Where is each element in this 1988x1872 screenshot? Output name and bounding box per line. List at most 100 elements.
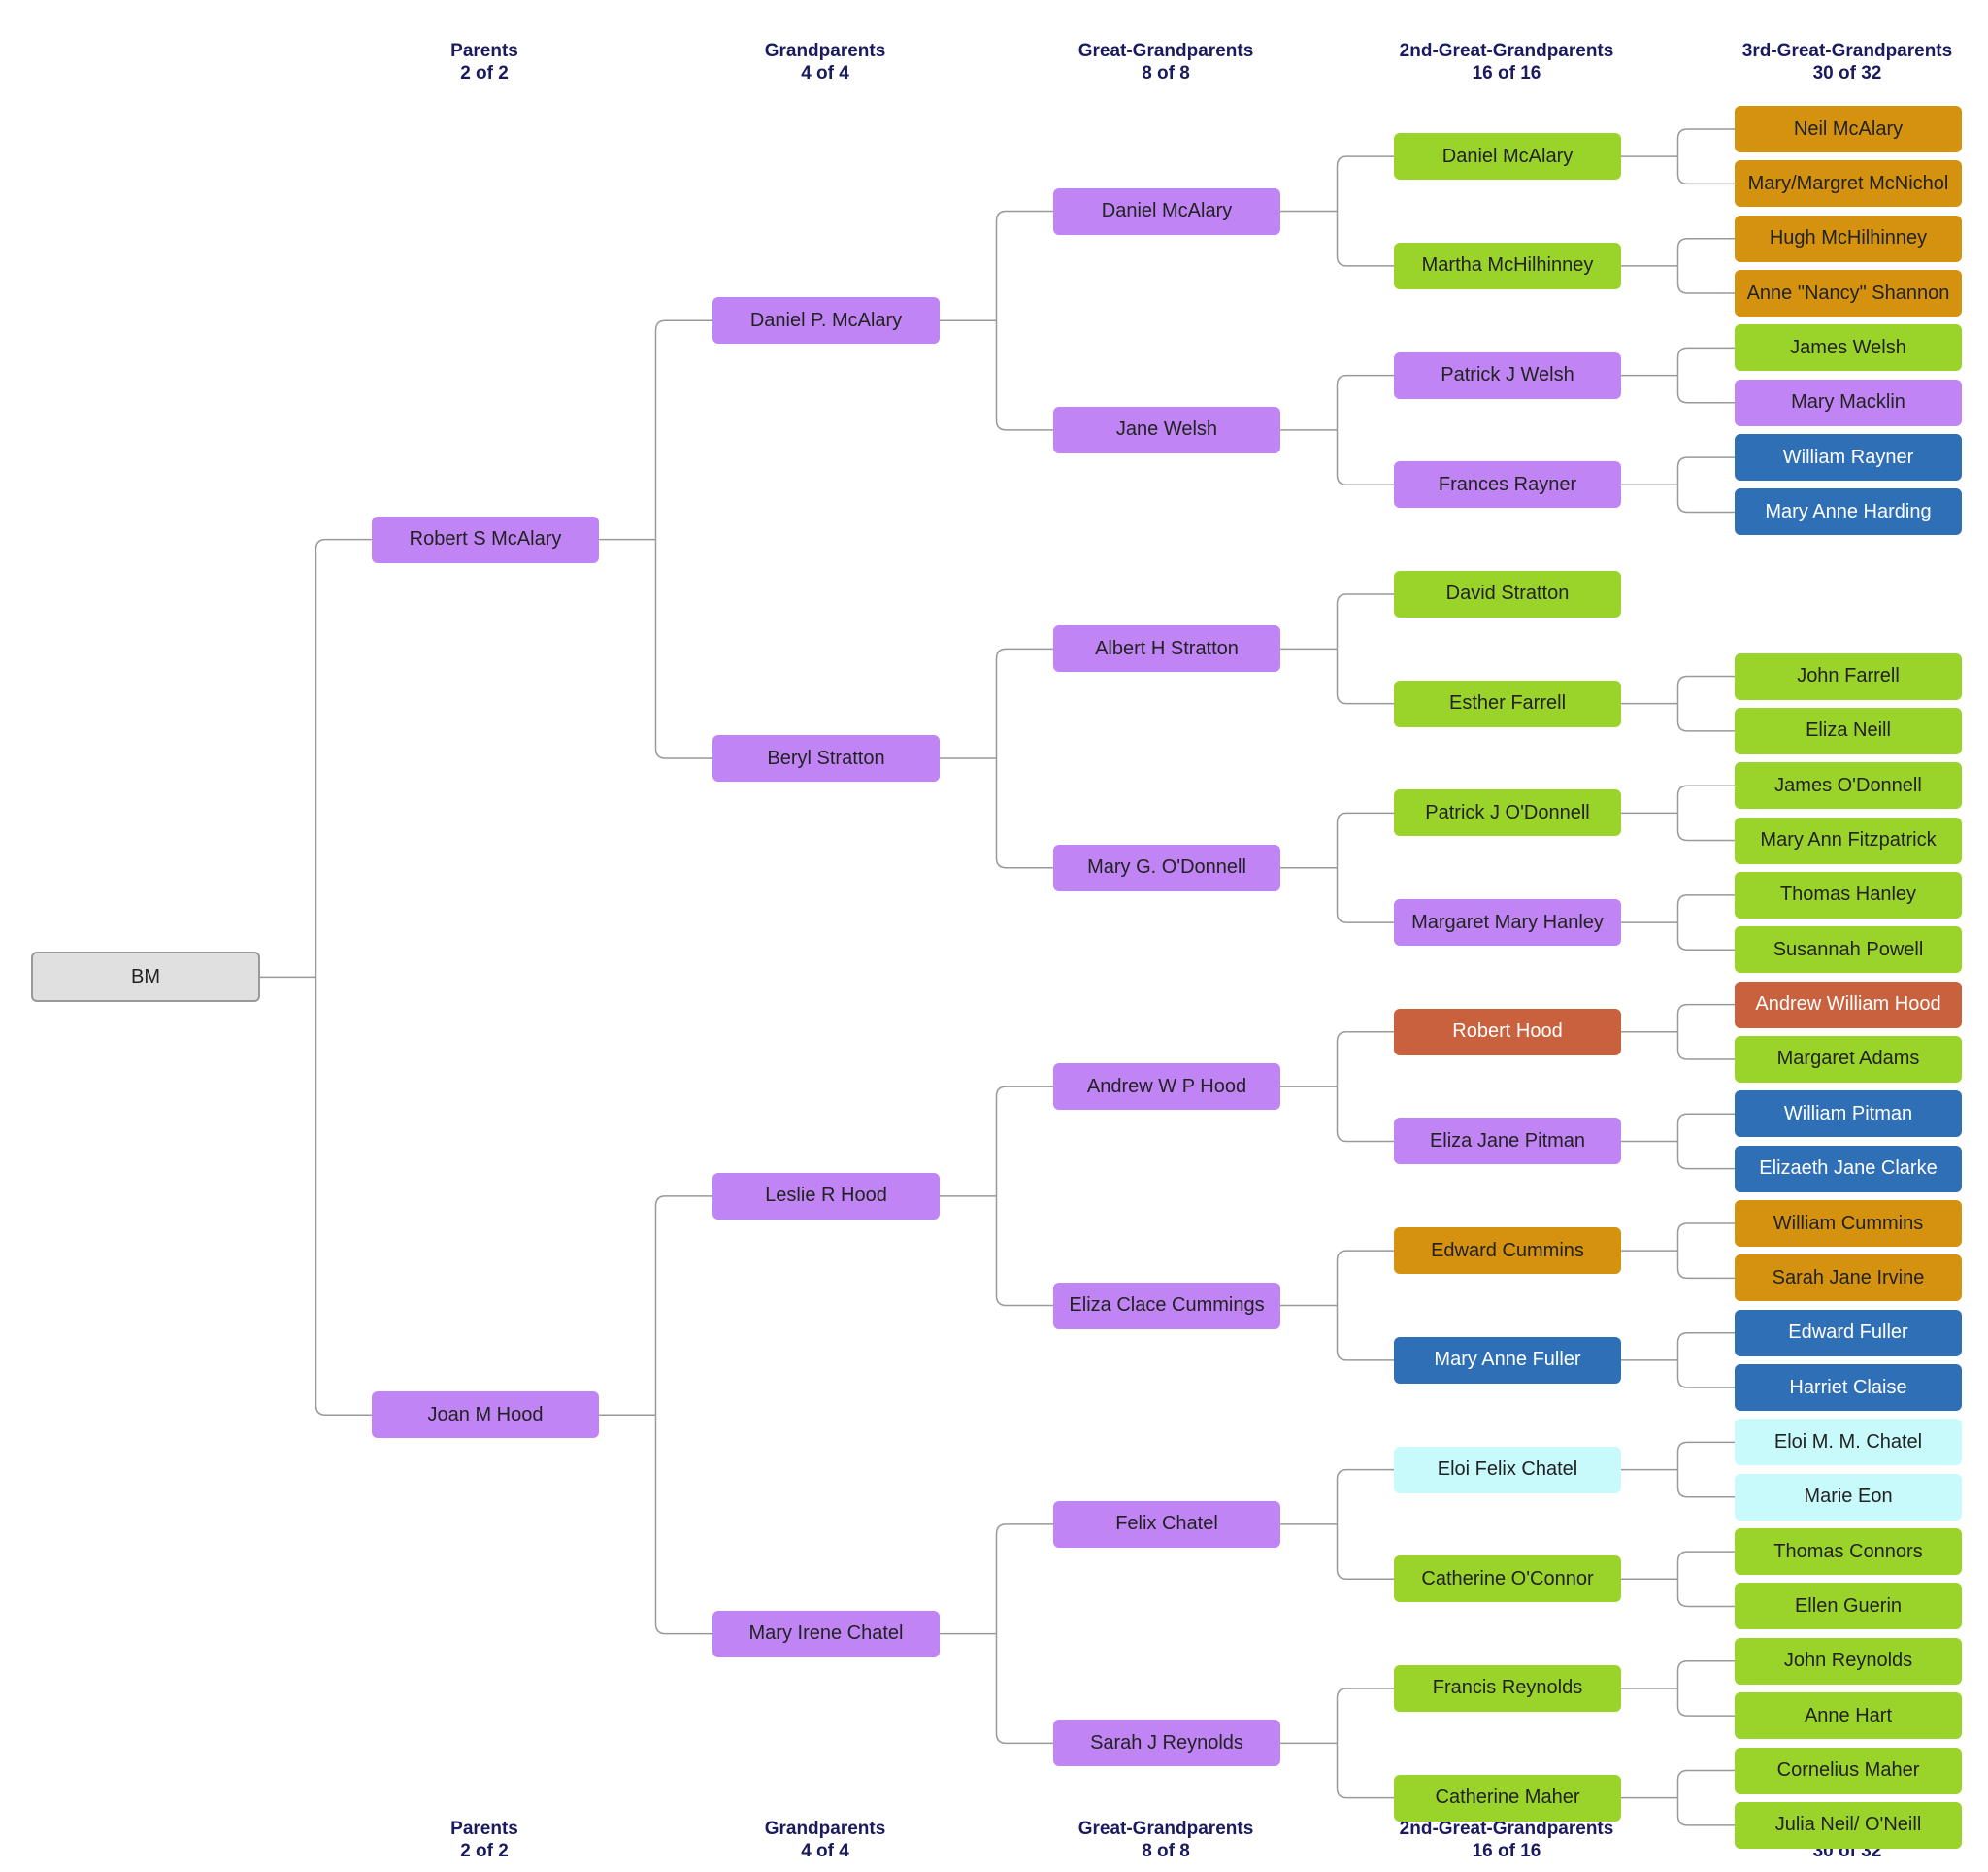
- person-box-gen1[interactable]: Robert S McAlary: [372, 516, 599, 563]
- connector-line: [1336, 429, 1394, 486]
- header-count: 8 of 8: [1142, 1841, 1190, 1861]
- connector-line: [1336, 812, 1394, 868]
- person-box-gen5[interactable]: Julia Neil/ O'Neill: [1735, 1801, 1962, 1849]
- header-title: Grandparents: [764, 1819, 886, 1839]
- header-title: Great-Grandparents: [1077, 41, 1254, 61]
- person-box-gen3[interactable]: Albert H Stratton: [1053, 625, 1280, 673]
- header-count: 2 of 2: [460, 1841, 509, 1861]
- person-box-gen3[interactable]: Andrew W P Hood: [1053, 1063, 1280, 1111]
- person-box-gen5[interactable]: Mary Macklin: [1735, 379, 1962, 426]
- person-box-gen4[interactable]: David Stratton: [1394, 570, 1621, 618]
- person-box-gen5[interactable]: Anne Hart: [1735, 1692, 1962, 1740]
- person-box-gen5[interactable]: Andrew William Hood: [1735, 981, 1962, 1028]
- person-box-gen4[interactable]: Daniel McAlary: [1394, 133, 1621, 181]
- header-bottom-grandparents: Grandparents 4 of 4: [650, 1818, 1000, 1862]
- header-title: Great-Grandparents: [1077, 1819, 1254, 1839]
- person-box-gen5[interactable]: John Farrell: [1735, 652, 1962, 700]
- person-box-gen2[interactable]: Daniel P. McAlary: [712, 297, 940, 345]
- person-box-gen5[interactable]: Mary/Margret McNichol: [1735, 160, 1962, 208]
- person-box-gen5[interactable]: James O'Donnell: [1735, 762, 1962, 810]
- person-box-gen3[interactable]: Mary G. O'Donnell: [1053, 844, 1280, 891]
- person-box-gen1[interactable]: Joan M Hood: [372, 1391, 599, 1439]
- person-box-gen4[interactable]: Esther Farrell: [1394, 680, 1621, 727]
- person-box-gen5[interactable]: William Pitman: [1735, 1090, 1962, 1138]
- connector-line: [1676, 1031, 1735, 1060]
- connector-line: [1676, 1441, 1735, 1470]
- person-box-gen4[interactable]: Patrick J O'Donnell: [1394, 789, 1621, 837]
- person-box-gen5[interactable]: Mary Anne Harding: [1735, 488, 1962, 536]
- person-box-gen4[interactable]: Catherine O'Connor: [1394, 1555, 1621, 1603]
- person-box-gen5[interactable]: Eloi M. M. Chatel: [1735, 1419, 1962, 1466]
- person-box-gen4[interactable]: Margaret Mary Hanley: [1394, 899, 1621, 947]
- header-title: 2nd-Great-Grandparents: [1399, 41, 1614, 61]
- connector-line: [1336, 211, 1394, 267]
- person-box-gen4[interactable]: Edward Cummins: [1394, 1227, 1621, 1275]
- person-box-gen5[interactable]: Thomas Hanley: [1735, 871, 1962, 919]
- connector-line: [1676, 347, 1735, 376]
- connector-line: [995, 758, 1053, 869]
- person-box-gen2[interactable]: Leslie R Hood: [712, 1172, 940, 1220]
- person-box-gen2[interactable]: Mary Irene Chatel: [712, 1610, 940, 1657]
- header-count: 8 of 8: [1142, 63, 1190, 84]
- connector-line: [995, 1523, 1053, 1634]
- person-box-gen5[interactable]: William Rayner: [1735, 434, 1962, 482]
- person-box-gen4[interactable]: Eliza Jane Pitman: [1394, 1118, 1621, 1165]
- header-title: Grandparents: [764, 41, 886, 61]
- connector-line: [995, 320, 1053, 431]
- person-box-gen5[interactable]: Hugh McHilhinney: [1735, 215, 1962, 262]
- person-box-gen3[interactable]: Jane Welsh: [1053, 406, 1280, 453]
- person-box-gen4[interactable]: Mary Anne Fuller: [1394, 1336, 1621, 1384]
- connector-line: [1336, 867, 1394, 923]
- person-box-gen5[interactable]: William Cummins: [1735, 1200, 1962, 1247]
- person-box-gen4[interactable]: Eloi Felix Chatel: [1394, 1446, 1621, 1493]
- person-box-gen4[interactable]: Catherine Maher: [1394, 1774, 1621, 1822]
- person-box-gen5[interactable]: Edward Fuller: [1735, 1309, 1962, 1356]
- person-box-gen4[interactable]: Frances Rayner: [1394, 461, 1621, 509]
- person-box-gen5[interactable]: Mary Ann Fitzpatrick: [1735, 817, 1962, 864]
- connector-line: [315, 977, 372, 1416]
- connector-line: [1676, 1579, 1735, 1608]
- connector-line: [1676, 1251, 1735, 1280]
- header-title: 3rd-Great-Grandparents: [1741, 41, 1953, 61]
- header-top-2nd-great-grandparents: 2nd-Great-Grandparents 16 of 16: [1332, 40, 1681, 84]
- header-title: Parents: [450, 1819, 518, 1839]
- person-box-gen4[interactable]: Robert Hood: [1394, 1008, 1621, 1055]
- connector-line: [1336, 155, 1394, 212]
- person-box-gen5[interactable]: Sarah Jane Irvine: [1735, 1254, 1962, 1302]
- person-box-gen4[interactable]: Martha McHilhinney: [1394, 242, 1621, 289]
- connector-line: [1676, 375, 1735, 404]
- person-box-gen5[interactable]: Anne "Nancy" Shannon: [1735, 270, 1962, 318]
- connector-line: [1676, 1551, 1735, 1580]
- person-box-gen5[interactable]: Cornelius Maher: [1735, 1747, 1962, 1794]
- person-box-gen5[interactable]: Margaret Adams: [1735, 1035, 1962, 1083]
- connector-line: [1336, 1743, 1394, 1799]
- header-count: 2 of 2: [460, 63, 509, 84]
- person-box-gen3[interactable]: Felix Chatel: [1053, 1500, 1280, 1548]
- person-box-gen5[interactable]: Eliza Neill: [1735, 707, 1962, 754]
- person-box-gen5[interactable]: James Welsh: [1735, 324, 1962, 372]
- person-box-gen5[interactable]: Ellen Guerin: [1735, 1583, 1962, 1630]
- person-box-gen4[interactable]: Francis Reynolds: [1394, 1664, 1621, 1712]
- header-top-great-grandparents: Great-Grandparents 8 of 8: [991, 40, 1341, 84]
- person-box-gen3[interactable]: Daniel McAlary: [1053, 187, 1280, 235]
- person-box-gen5[interactable]: Elizaeth Jane Clarke: [1735, 1145, 1962, 1192]
- person-box-gen2[interactable]: Beryl Stratton: [712, 735, 940, 783]
- person-box-gen5[interactable]: Neil McAlary: [1735, 106, 1962, 152]
- header-bottom-parents: Parents 2 of 2: [310, 1818, 659, 1862]
- person-box-gen3[interactable]: Eliza Clace Cummings: [1053, 1282, 1280, 1329]
- connector-line: [1676, 156, 1735, 185]
- person-box-gen5[interactable]: John Reynolds: [1735, 1637, 1962, 1685]
- header-title: Parents: [450, 41, 518, 61]
- connector-line: [1336, 1523, 1394, 1581]
- person-box-gen4[interactable]: Patrick J Welsh: [1394, 351, 1621, 399]
- person-box-gen3[interactable]: Sarah J Reynolds: [1053, 1720, 1280, 1767]
- root-person-box[interactable]: BM: [31, 952, 260, 1003]
- person-box-gen5[interactable]: Thomas Connors: [1735, 1528, 1962, 1576]
- connector-line: [1676, 237, 1735, 266]
- header-count: 4 of 4: [801, 1841, 849, 1861]
- person-box-gen5[interactable]: Susannah Powell: [1735, 926, 1962, 974]
- person-box-gen5[interactable]: Marie Eon: [1735, 1473, 1962, 1521]
- header-title: 2nd-Great-Grandparents: [1399, 1819, 1614, 1839]
- person-box-gen5[interactable]: Harriet Claise: [1735, 1364, 1962, 1412]
